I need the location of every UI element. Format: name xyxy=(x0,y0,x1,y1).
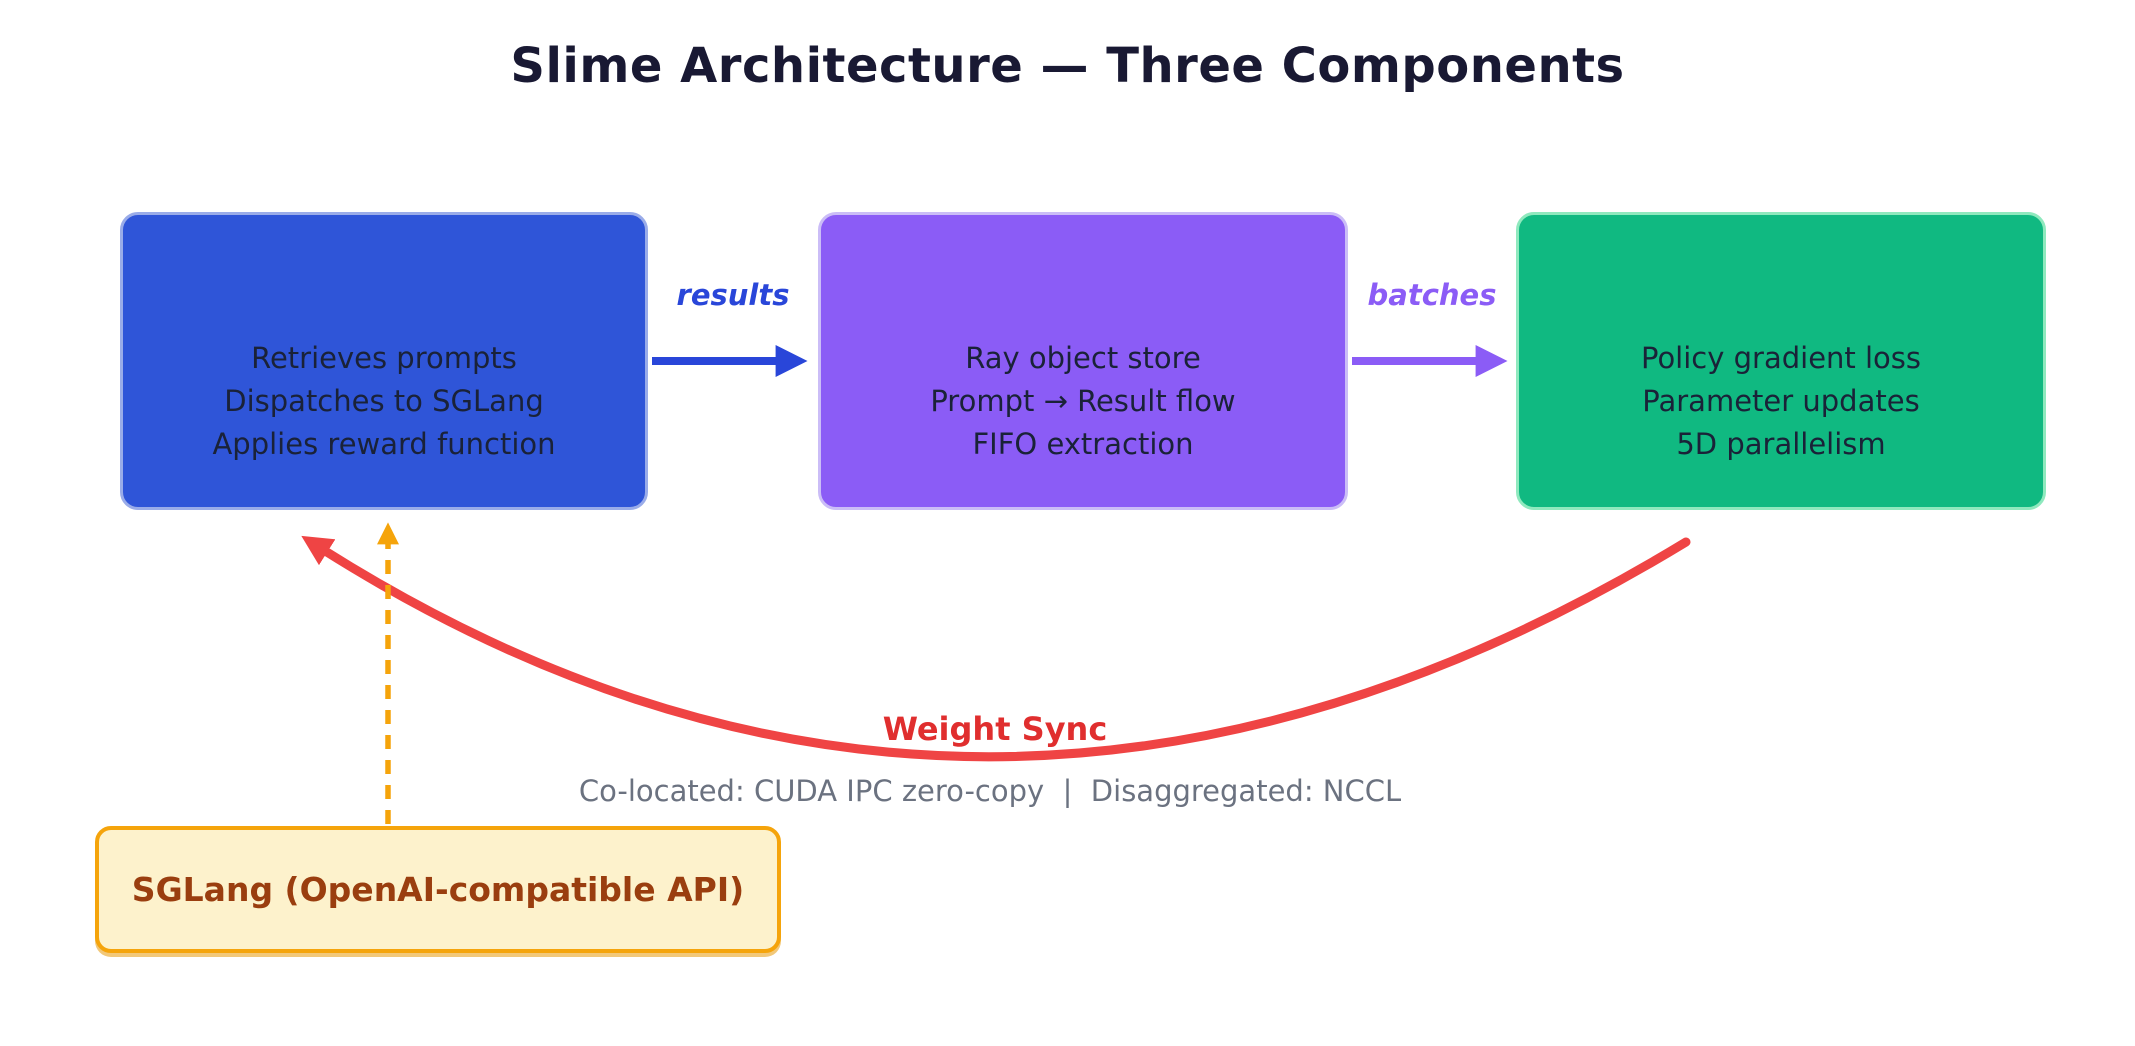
diagram-title: Slime Architecture — Three Components xyxy=(510,38,1625,94)
box-text-line: Applies reward function xyxy=(212,426,556,461)
batches-flow-label: batches xyxy=(1367,278,1497,312)
box-text-line: Prompt → Result flow xyxy=(930,383,1236,418)
box-text-line: FIFO extraction xyxy=(972,426,1194,461)
weight-sync-label: Weight Sync xyxy=(882,710,1108,748)
results-flow-label: results xyxy=(676,278,790,312)
component-box-buffer: Ray object store Prompt → Result flow FI… xyxy=(818,212,1348,510)
weight-sync-caption: Co-located: CUDA IPC zero-copy | Disaggr… xyxy=(578,774,1402,808)
sglang-api-label: SGLang (OpenAI-compatible API) xyxy=(131,870,745,909)
box-text-line: Policy gradient loss xyxy=(1640,340,1922,375)
component-box-rollout: Retrieves prompts Dispatches to SGLang A… xyxy=(120,212,648,510)
box-text-line: Parameter updates xyxy=(1642,383,1920,418)
component-box-rollout-text: Retrieves prompts Dispatches to SGLang A… xyxy=(212,337,555,466)
box-text-line: Retrieves prompts xyxy=(251,340,517,375)
component-box-buffer-text: Ray object store Prompt → Result flow FI… xyxy=(930,337,1235,466)
sglang-api-box: SGLang (OpenAI-compatible API) xyxy=(95,826,781,953)
box-text-line: 5D parallelism xyxy=(1676,426,1886,461)
box-text-line: Ray object store xyxy=(965,340,1201,375)
component-box-training-text: Policy gradient loss Parameter updates 5… xyxy=(1641,337,1921,466)
box-text-line: Dispatches to SGLang xyxy=(224,383,544,418)
component-box-training: Policy gradient loss Parameter updates 5… xyxy=(1516,212,2046,510)
